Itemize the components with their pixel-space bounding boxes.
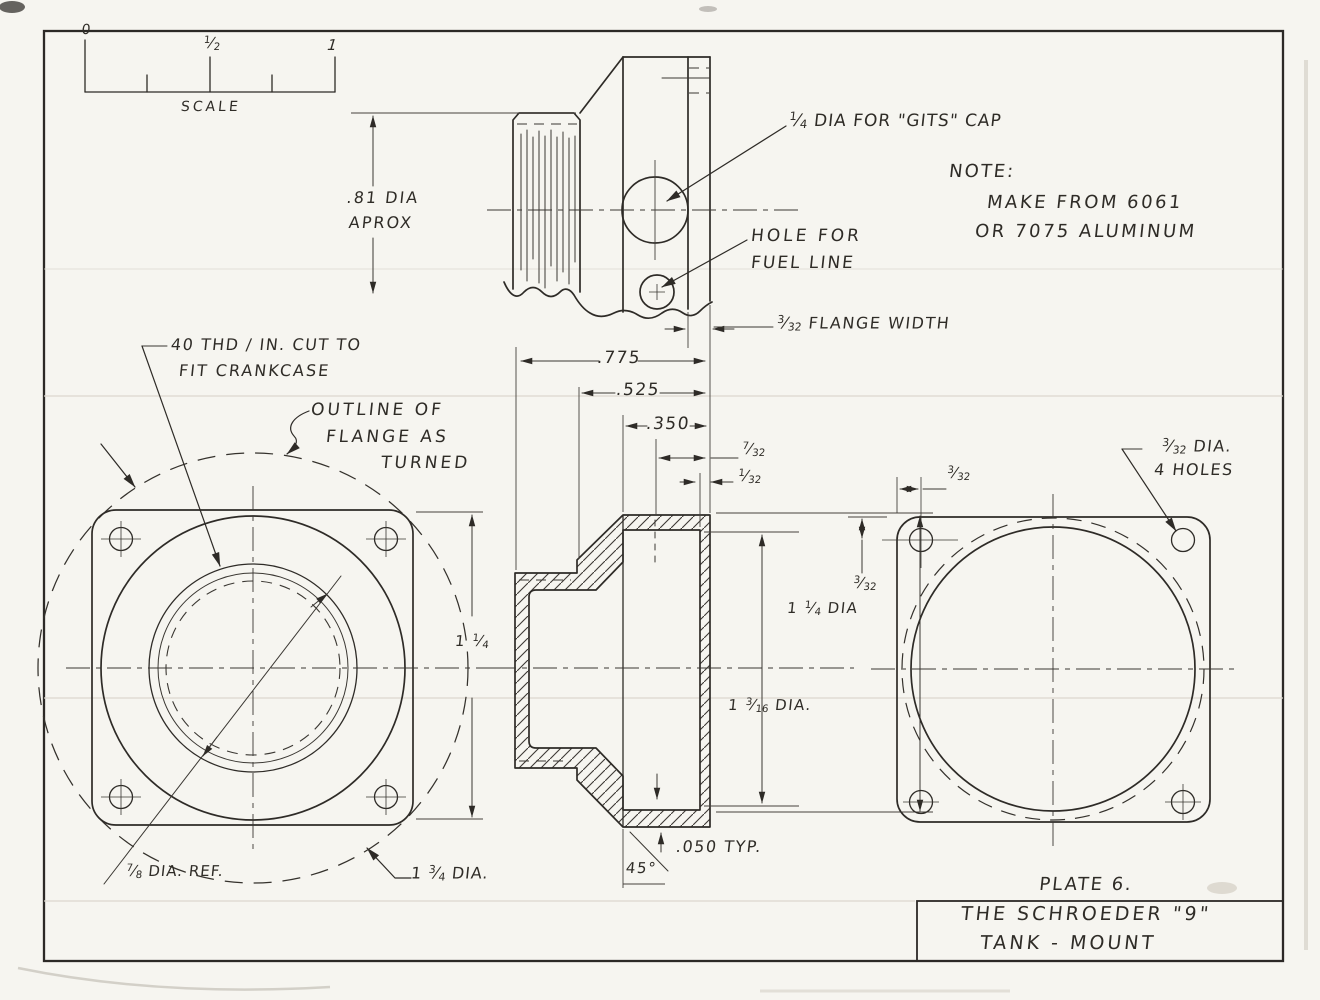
bore-ref-label: 7⁄8 DIA. REF.	[125, 862, 225, 882]
flange-square-rear	[896, 516, 1211, 823]
dia-81-label-line2: APROX	[347, 213, 415, 232]
mounting-holes-rear	[882, 477, 1201, 820]
outline-note-line3: TURNED	[379, 453, 472, 473]
scale-one-label: 1	[326, 36, 340, 54]
scale-bar-graphic	[84, 39, 336, 93]
thread-note-line1: 40 THD / IN. CUT TO	[169, 335, 363, 354]
dim-350: .350	[645, 414, 692, 434]
dim-775: .775	[596, 348, 643, 368]
flange-dia-label: 1 3⁄4 DIA.	[410, 863, 490, 884]
fuel-line-hole	[639, 274, 675, 310]
wall-thickness-label: .050 TYP.	[674, 837, 763, 856]
plate-number: PLATE 6.	[1038, 874, 1134, 895]
section-hatch	[515, 515, 710, 827]
thread-leader	[141, 345, 221, 567]
note-line2: OR 7075 ALUMINUM	[973, 221, 1198, 242]
scan-smudge	[0, 1, 25, 13]
rear-view	[848, 448, 1236, 847]
fuel-leader	[661, 239, 748, 288]
dim-height: 1 1⁄4	[454, 632, 490, 652]
fuel-hole-label-line2: FUEL LINE	[749, 253, 856, 273]
outline-arrow	[100, 443, 136, 488]
dim-dia-inner: 1 3⁄16 DIA.	[727, 696, 813, 716]
note-heading: NOTE:	[947, 161, 1017, 182]
outline-squiggle-leader	[286, 410, 310, 455]
offset-top-label: 3⁄32	[946, 464, 971, 484]
dim-1-32: 1⁄32	[737, 467, 762, 487]
dia-81-label-line1: .81 DIA	[345, 188, 421, 207]
mounting-holes	[101, 521, 406, 815]
flange-width-label: 3⁄32 FLANGE WIDTH	[776, 313, 952, 334]
scale-label: SCALE	[180, 99, 242, 115]
thread-note-line2: FIT CRANKCASE	[177, 361, 332, 380]
top-view	[351, 56, 802, 348]
dim-525: .525	[615, 380, 662, 400]
scale-zero-label: 0	[80, 22, 93, 38]
front-view	[37, 345, 497, 885]
flange-square	[91, 509, 414, 826]
chamfer-angle-label: 45°	[624, 859, 658, 877]
dim-7-32: 7⁄32	[741, 440, 766, 460]
holes-note-line2: 4 HOLES	[1153, 460, 1235, 479]
outline-note-line2: FLANGE AS	[324, 427, 450, 447]
flange-dia-leader	[366, 847, 412, 879]
fuel-hole-label-line1: HOLE FOR	[749, 226, 863, 246]
holes-leader	[1121, 448, 1177, 532]
outline-note-line1: OUTLINE OF	[309, 400, 445, 420]
note-line1: MAKE FROM 6061	[985, 192, 1185, 213]
section-view	[492, 347, 933, 888]
dim-dia-outer: 1 1⁄4 DIA	[786, 599, 860, 619]
offset-side-label: 3⁄32	[853, 574, 877, 594]
bore-ref-diagonal	[103, 575, 342, 885]
scale-half-label: 1⁄2	[203, 34, 221, 54]
title-line1: THE SCHROEDER "9"	[959, 903, 1213, 925]
title-line2: TANK - MOUNT	[979, 932, 1158, 954]
title-block-box	[916, 900, 1284, 962]
holes-note-line1: 3⁄32 DIA.	[1161, 436, 1234, 457]
break-line	[503, 281, 713, 319]
gits-leader	[666, 125, 787, 202]
thread-lines	[520, 129, 576, 289]
gits-cap-label: 1⁄4 DIA FOR "GITS" CAP	[788, 109, 1003, 132]
